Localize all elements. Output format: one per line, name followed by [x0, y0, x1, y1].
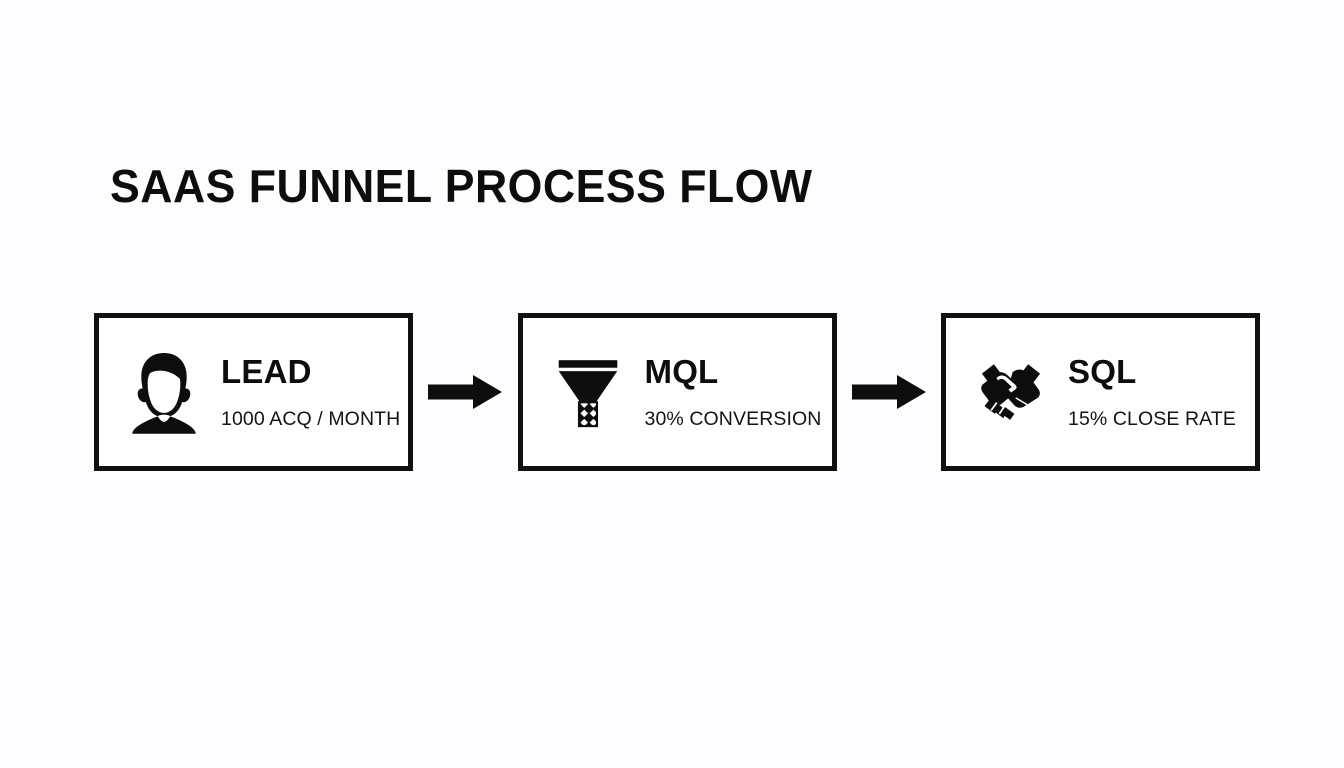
stage-text-lead: LEAD 1000 ACQ / MONTH	[221, 355, 408, 430]
page-title: SAAS FUNNEL PROCESS FLOW	[110, 160, 813, 212]
handshake-icon	[968, 346, 1054, 438]
stage-box-lead[interactable]: LEAD 1000 ACQ / MONTH	[94, 313, 413, 471]
stage-metric-sql: 15% CLOSE RATE	[1068, 407, 1236, 430]
person-icon	[121, 346, 207, 438]
stage-label-mql: MQL	[644, 352, 719, 390]
stage-text-sql: SQL 15% CLOSE RATE	[1068, 355, 1255, 430]
funnel-flow-row: LEAD 1000 ACQ / MONTH	[94, 313, 1260, 471]
stage-text-mql: MQL 30% CONVERSION	[645, 355, 832, 430]
stage-label-sql: SQL	[1068, 352, 1137, 390]
funnel-icon	[545, 346, 631, 438]
arrow-right-icon	[851, 375, 926, 409]
stage-metric-lead: 1000 ACQ / MONTH	[221, 407, 401, 430]
stage-box-mql[interactable]: MQL 30% CONVERSION	[517, 313, 837, 471]
arrow-right-icon	[428, 375, 503, 409]
stage-box-sql[interactable]: SQL 15% CLOSE RATE	[941, 313, 1260, 471]
stage-metric-mql: 30% CONVERSION	[644, 407, 822, 430]
stage-label-lead: LEAD	[221, 352, 312, 390]
